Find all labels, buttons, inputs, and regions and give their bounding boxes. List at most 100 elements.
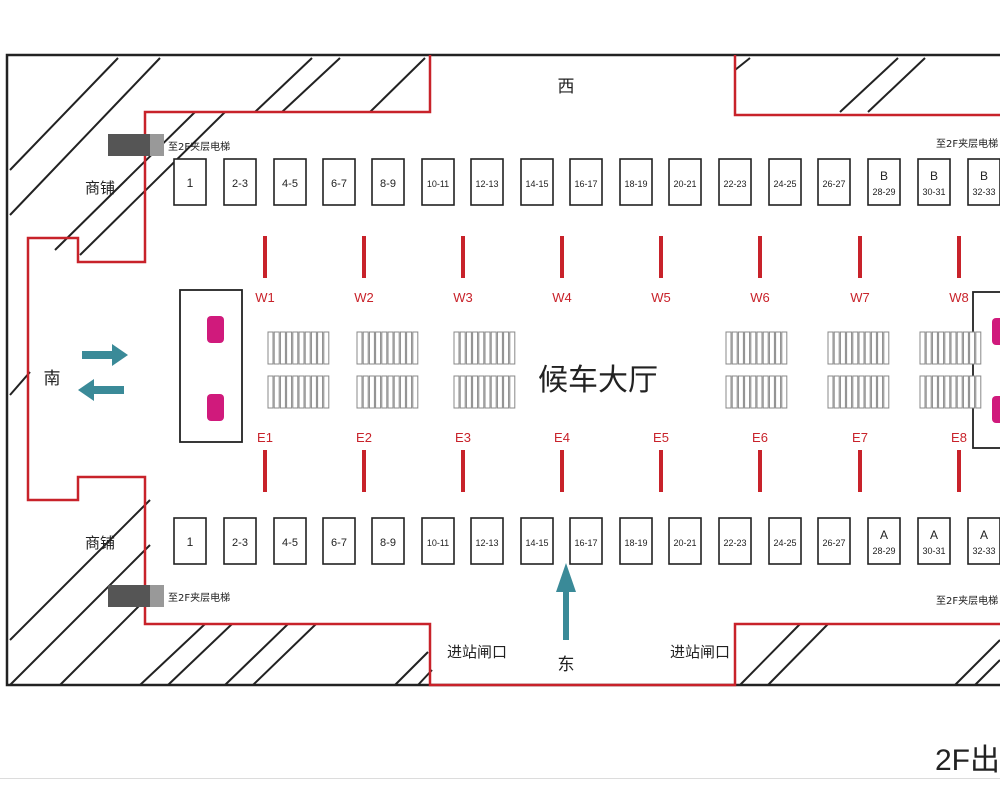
escalator-label-bottom-left: 至2F夹层电梯	[168, 591, 230, 604]
gate-box: 18-19	[619, 517, 653, 565]
gate-number: 2-3	[232, 178, 248, 190]
seating-rows	[267, 331, 982, 409]
gates-bottom-row: 1 2-3 4-5 6-7 8-9 10-11 12-13 14-15 16-17 18-19 20…	[173, 517, 1000, 565]
gate-number: 28-29	[872, 546, 895, 556]
gate-box: 8-9	[371, 158, 405, 206]
gate-number: 4-5	[282, 537, 298, 549]
gate-box: B 32-33	[967, 158, 1000, 206]
west-entry-bar	[560, 236, 564, 278]
gate-box: A 32-33	[967, 517, 1000, 565]
seat-row	[725, 375, 788, 409]
escalator-label-top-right: 至2F夹层电梯	[936, 137, 998, 150]
gate-number: 6-7	[331, 537, 347, 549]
hall-title: 候车大厅	[538, 363, 658, 398]
floor-title: 2F出	[934, 744, 1000, 777]
east-entry-bar	[362, 450, 366, 492]
seat-row	[827, 331, 890, 365]
gate-number: 20-21	[673, 179, 696, 189]
gate-letter: B	[880, 169, 888, 183]
escalator-top-left	[108, 134, 164, 156]
escalator-label-top-left: 至2F夹层电梯	[168, 140, 230, 153]
west-entry-label: W7	[850, 290, 870, 305]
west-entry-bar	[758, 236, 762, 278]
east-entry-label: E8	[951, 430, 967, 445]
gate-letter: B	[930, 169, 938, 183]
east-entry-label: E5	[653, 430, 669, 445]
seat-row	[827, 375, 890, 409]
east-entry-label: E3	[455, 430, 471, 445]
west-entry-bar	[263, 236, 267, 278]
gate-number: 20-21	[673, 538, 696, 548]
gate-box: 6-7	[322, 517, 356, 565]
east-entry-bar	[957, 450, 961, 492]
gate-number: 32-33	[972, 187, 995, 197]
east-entry-arrow-icon	[556, 563, 576, 640]
gate-box: 12-13	[470, 517, 504, 565]
shop-label-bottom: 商铺	[85, 534, 115, 552]
gate-box: 1	[173, 517, 207, 565]
gate-number: 8-9	[380, 537, 396, 549]
gate-box: B 30-31	[917, 158, 951, 206]
entrance-arrows-icon	[78, 344, 128, 401]
gate-number: 4-5	[282, 178, 298, 190]
seat-row	[453, 331, 516, 365]
gate-box: 14-15	[520, 517, 554, 565]
gate-box: 24-25	[768, 158, 802, 206]
pink-marker-icon	[207, 316, 224, 343]
seat-row	[267, 331, 330, 365]
gate-box: A28-29	[867, 517, 901, 565]
gate-number: 16-17	[574, 538, 597, 548]
gate-number: 6-7	[331, 178, 347, 190]
gate-number: 10-11	[427, 179, 449, 189]
gate-number: 30-31	[922, 546, 945, 556]
entrance-gate-label: 进站闸口	[447, 643, 507, 661]
gate-box: 10-11	[421, 517, 455, 565]
gate-letter: B	[980, 169, 988, 183]
gate-box: 14-15	[520, 158, 554, 206]
gate-box: 20-21	[668, 517, 702, 565]
divider	[0, 778, 1000, 779]
hall-wall	[26, 55, 1000, 687]
gate-box: 1	[173, 158, 207, 206]
pink-marker-icon	[992, 396, 1000, 423]
gate-number: 1	[187, 535, 194, 549]
east-entry-bar	[758, 450, 762, 492]
gate-box: 10-11	[421, 158, 455, 206]
gate-box: 4-5	[273, 158, 307, 206]
west-entry-bar	[957, 236, 961, 278]
gate-box: 16-17	[569, 517, 603, 565]
west-entry-bar	[659, 236, 663, 278]
gate-number: 32-33	[972, 546, 995, 556]
info-desk-right	[972, 291, 1000, 449]
west-entry-label: W6	[750, 290, 770, 305]
east-entry-bar	[659, 450, 663, 492]
direction-east-label: 东	[558, 655, 575, 675]
direction-south-label: 南	[44, 369, 61, 389]
direction-west-label: 西	[558, 77, 575, 97]
west-entry-bar	[461, 236, 465, 278]
gate-box: 24-25	[768, 517, 802, 565]
seat-row	[267, 375, 330, 409]
gate-number: 2-3	[232, 537, 248, 549]
gate-number: 28-29	[872, 187, 895, 197]
pink-marker-icon	[207, 394, 224, 421]
east-entry-bar	[858, 450, 862, 492]
gate-number: 22-23	[723, 179, 746, 189]
gate-number: 30-31	[922, 187, 945, 197]
gate-letter: A	[980, 528, 988, 542]
west-entry-label: W4	[552, 290, 572, 305]
gate-number: 16-17	[574, 179, 597, 189]
pink-marker-icon	[992, 318, 1000, 345]
gate-number: 10-11	[427, 538, 449, 548]
gate-number: 24-25	[773, 538, 796, 548]
west-entry-bar	[858, 236, 862, 278]
gate-number: 22-23	[723, 538, 746, 548]
gate-number: 14-15	[525, 538, 548, 548]
gate-box: 6-7	[322, 158, 356, 206]
hatch-lines	[9, 57, 1000, 686]
gate-box: 12-13	[470, 158, 504, 206]
gate-number: 1	[187, 176, 194, 190]
gate-box: 18-19	[619, 158, 653, 206]
gate-box: 8-9	[371, 517, 405, 565]
